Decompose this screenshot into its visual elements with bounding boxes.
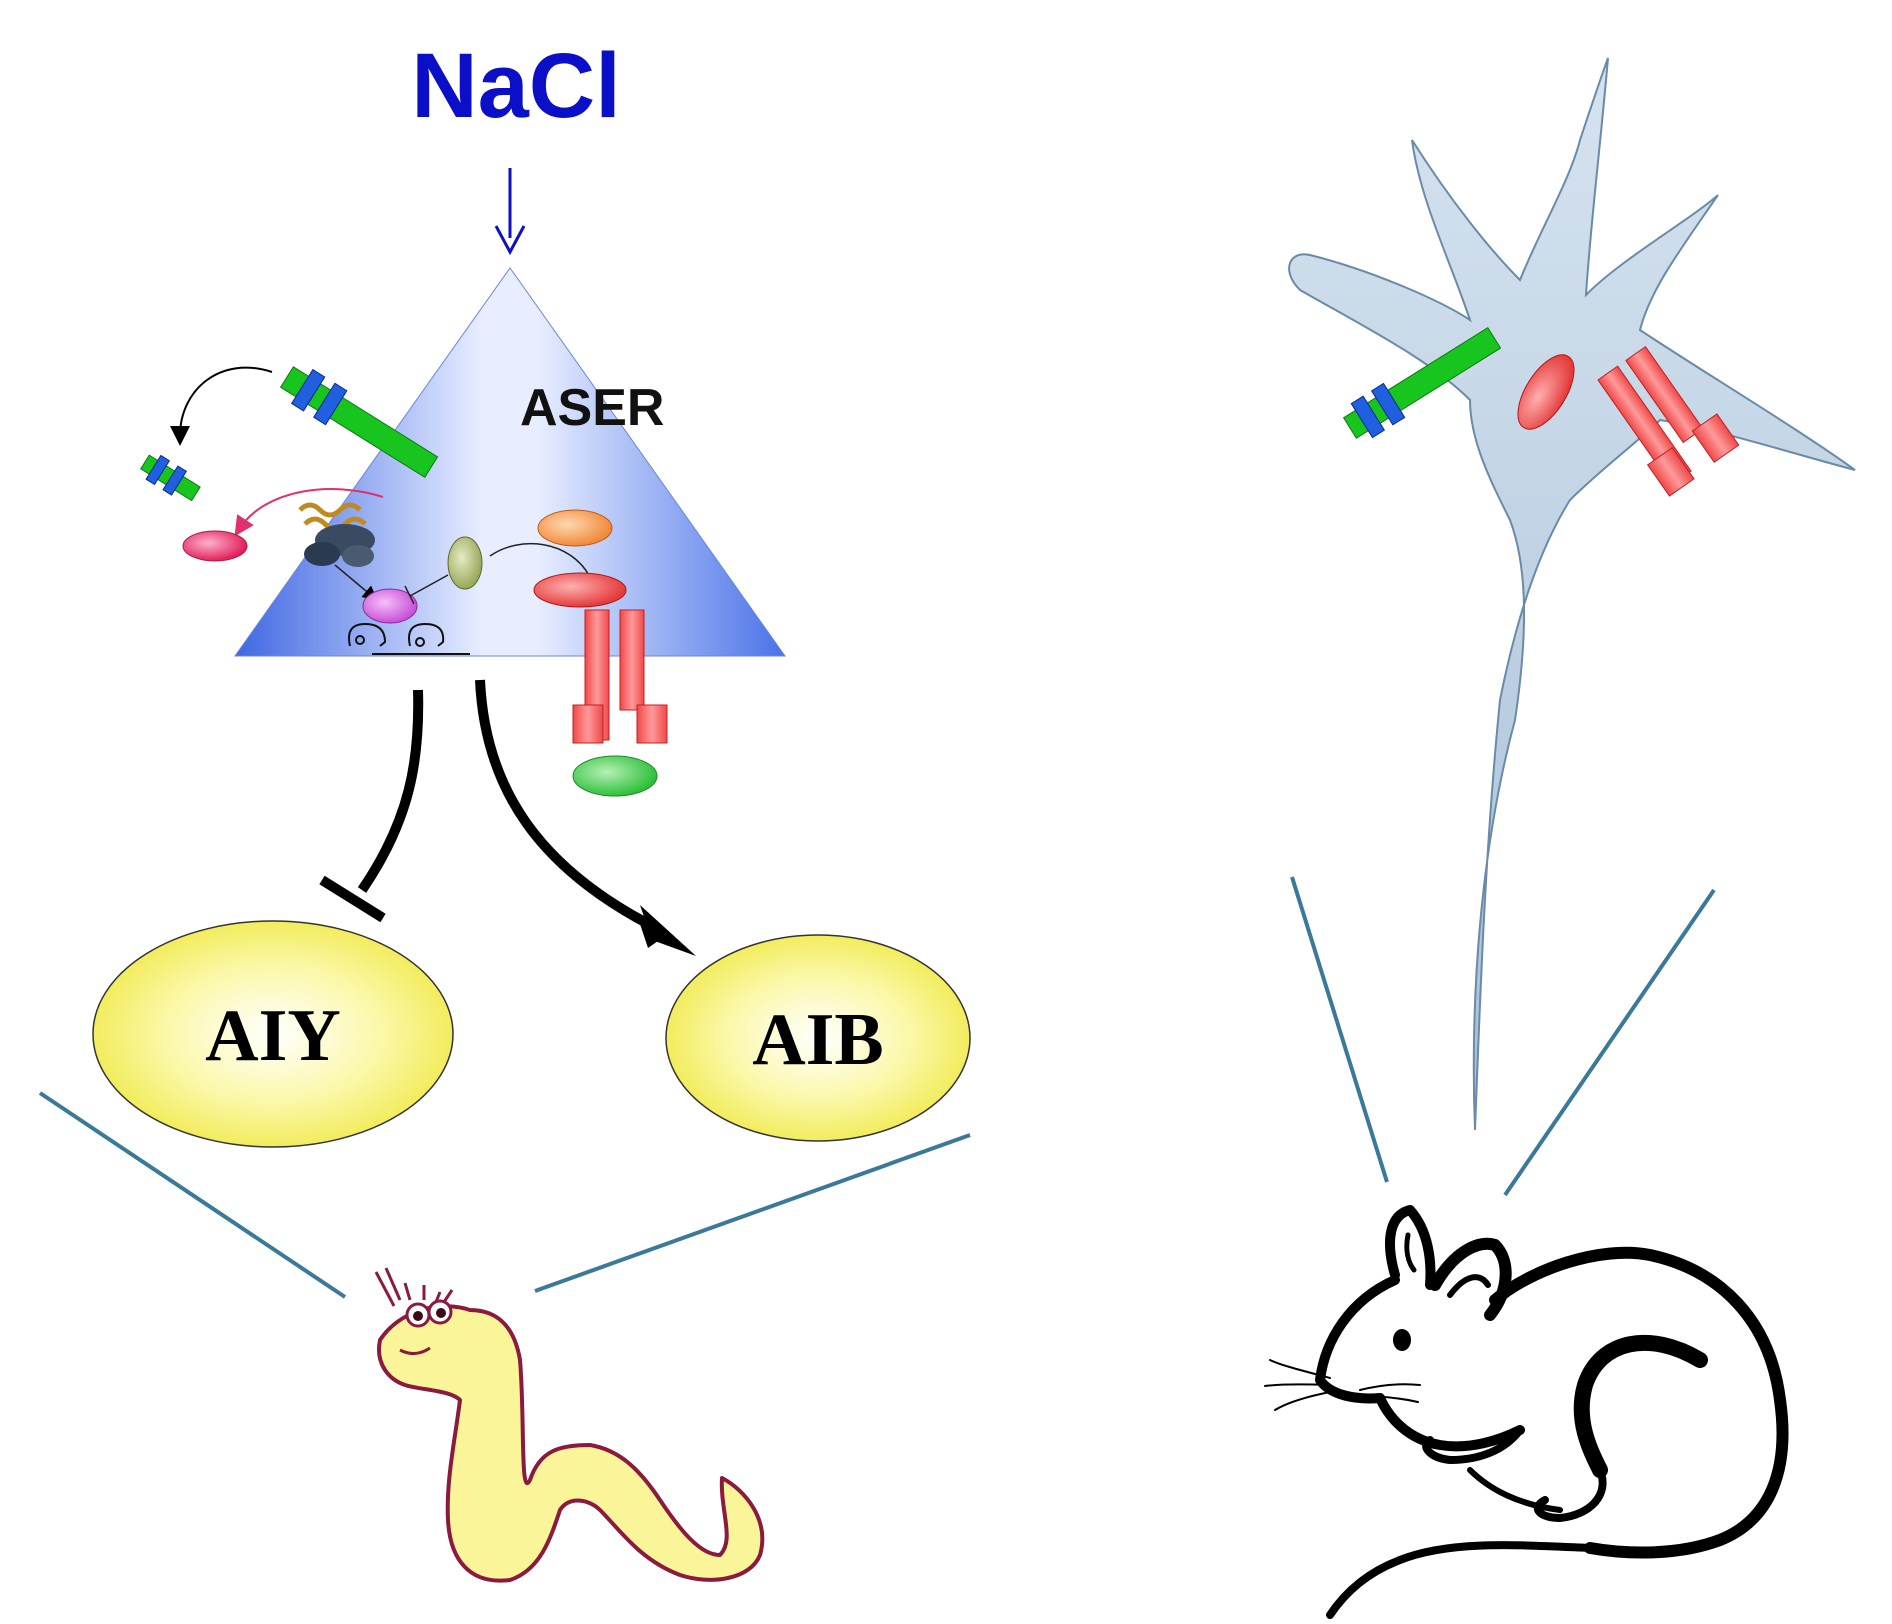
connector-line xyxy=(534,1133,971,1293)
violet-protein-icon xyxy=(362,588,418,624)
aib-node xyxy=(665,934,971,1142)
pink-protein-icon xyxy=(182,530,248,562)
inhibition-arrow-aiy xyxy=(319,689,424,923)
signal-arrow-icon xyxy=(234,488,384,537)
aiy-label: AIY xyxy=(205,995,341,1077)
connector-line xyxy=(1290,876,1389,1183)
worm-icon xyxy=(374,1267,765,1583)
orange-protein-icon xyxy=(537,509,613,547)
vesicle-icon xyxy=(348,622,470,655)
inhibition-line xyxy=(404,574,449,605)
aiy-node xyxy=(92,920,454,1148)
connector-line xyxy=(1503,888,1716,1197)
mammalian-neuron-icon xyxy=(1288,57,1856,1131)
aib-label: AIB xyxy=(752,999,884,1081)
channel-icon xyxy=(572,609,668,744)
stimulus-label: NaCl xyxy=(411,35,621,137)
kinase-complex-icon xyxy=(298,502,375,567)
mouse-icon xyxy=(1264,1205,1789,1619)
pathway-line xyxy=(334,564,378,601)
aser-label: ASER xyxy=(520,379,664,437)
green-protein-icon xyxy=(572,755,658,797)
stimulus-arrow xyxy=(494,168,526,256)
red-protein-icon xyxy=(533,572,627,608)
receptor-icon xyxy=(140,366,439,502)
olive-protein-icon xyxy=(447,536,483,590)
aser-neuron-triangle xyxy=(234,267,786,657)
activation-arrow-aib xyxy=(475,679,696,956)
feedback-arc xyxy=(489,542,591,578)
connector-line xyxy=(38,1091,347,1299)
